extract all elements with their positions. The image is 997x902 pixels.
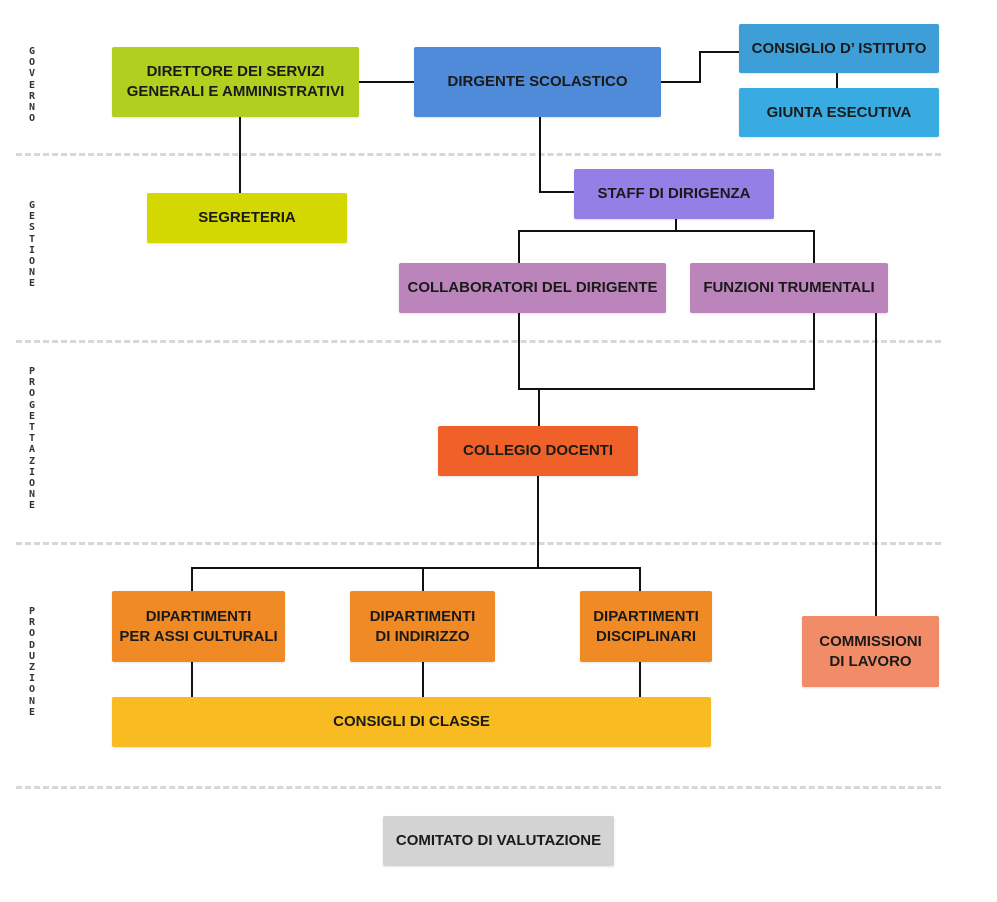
node-giunta-esecutiva: GIUNTA ESECUTIVA <box>739 88 939 137</box>
connector-dirigente-staff <box>539 117 574 193</box>
section-label-produzione: P R O D U Z I O N E <box>28 606 36 718</box>
node-collegio-docenti: COLLEGIO DOCENTI <box>438 426 638 476</box>
node-consigli-classe: CONSIGLI DI CLASSE <box>112 697 711 747</box>
separator-progettazione-produzione <box>16 542 941 545</box>
separator-produzione-end <box>16 786 941 789</box>
node-direttore: DIRETTORE DEI SERVIZI GENERALI E AMMINIS… <box>112 47 359 117</box>
node-segreteria: SEGRETERIA <box>147 193 347 243</box>
section-label-gestione: G E S T I O N E <box>28 200 36 290</box>
connector-branches-collegio <box>518 313 815 426</box>
node-staff-dirigenza: STAFF DI DIRIGENZA <box>574 169 774 219</box>
section-label-progettazione: P R O G E T T A Z I O N E <box>28 366 36 512</box>
node-dipartimenti-disciplinari: DIPARTIMENTI DISCIPLINARI <box>580 591 712 662</box>
node-consiglio-istituto: CONSIGLIO D’ ISTITUTO <box>739 24 939 73</box>
connector-collegio-dipartimenti <box>191 476 641 591</box>
node-comitato-valutazione: COMITATO DI VALUTAZIONE <box>383 816 614 866</box>
node-dipartimenti-indirizzo: DIPARTIMENTI DI INDIRIZZO <box>350 591 495 662</box>
node-commissioni-lavoro: COMMISSIONI DI LAVORO <box>802 616 939 687</box>
connector-dipartimenti-consigli <box>191 661 641 697</box>
connector-dirigente-consiglio <box>661 51 739 83</box>
section-label-governo: G O V E R N O <box>28 46 36 125</box>
node-dipartimenti-assi: DIPARTIMENTI PER ASSI CULTURALI <box>112 591 285 662</box>
node-collaboratori: COLLABORATORI DEL DIRIGENTE <box>399 263 666 313</box>
separator-governo-gestione <box>16 153 941 156</box>
separator-gestione-progettazione <box>16 340 941 343</box>
node-dirigente-scolastico: DIRGENTE SCOLASTICO <box>414 47 661 117</box>
node-funzioni-strumentali: FUNZIONI TRUMENTALI <box>690 263 888 313</box>
connector-staff-branches <box>518 219 815 263</box>
